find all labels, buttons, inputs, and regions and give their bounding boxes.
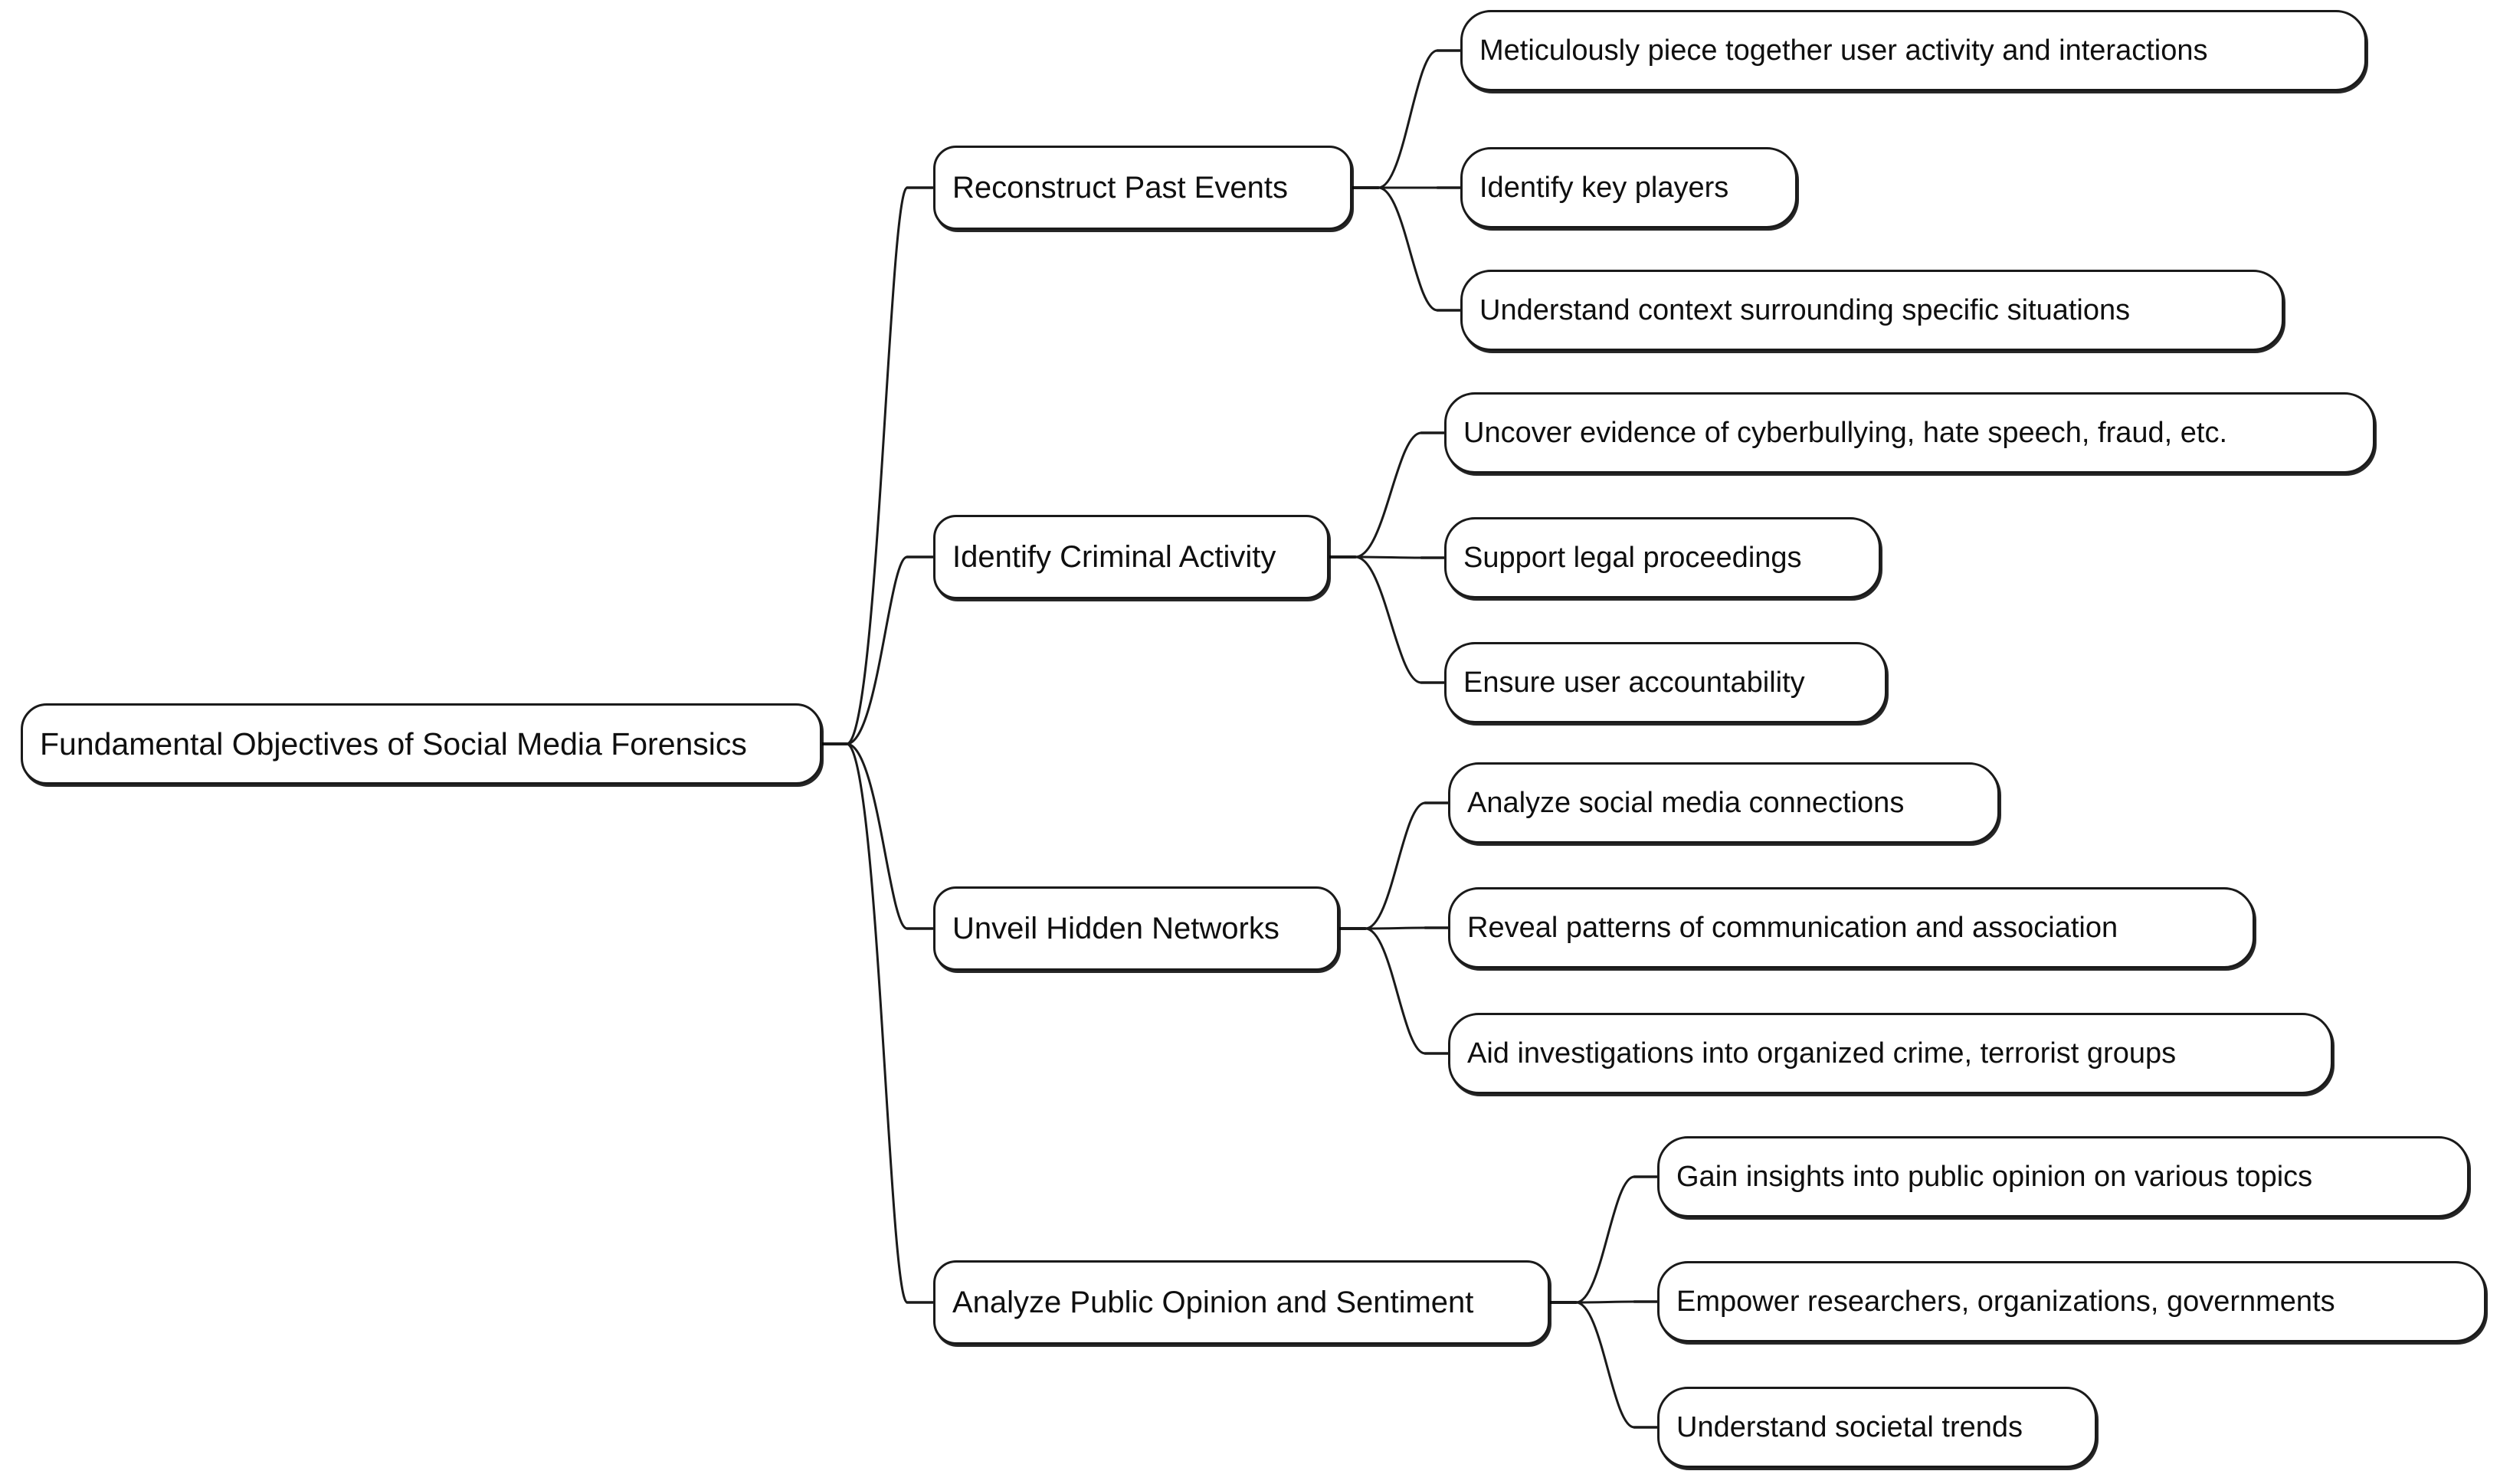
branch-node-reconstruct-past-events-label: Reconstruct Past Events — [952, 171, 1288, 205]
leaf-node-understand-societal-trends[interactable]: Understand societal trends — [1657, 1387, 2097, 1468]
leaf-node-support-legal-proceedings[interactable]: Support legal proceedings — [1444, 517, 1881, 598]
leaf-node-analyze-social-media-connections-label: Analyze social media connections — [1467, 787, 1905, 819]
leaf-node-empower-researchers-organizations-govern-label: Empower researchers, organizations, gove… — [1676, 1286, 2335, 1318]
branch-node-identify-criminal-activity[interactable]: Identify Criminal Activity — [933, 515, 1329, 599]
mindmap-edge — [845, 742, 909, 1304]
mindmap-edge — [1364, 926, 1427, 930]
leaf-node-uncover-evidence-of-cyberbullying-hate-s[interactable]: Uncover evidence of cyberbullying, hate … — [1444, 392, 2375, 473]
leaf-node-meticulously-piece-together-user-activit-label: Meticulously piece together user activit… — [1479, 34, 2208, 67]
leaf-node-gain-insights-into-public-opinion-on-var[interactable]: Gain insights into public opinion on var… — [1657, 1136, 2469, 1217]
mindmap-edge — [845, 742, 909, 930]
branch-node-analyze-public-opinion-and-sentiment[interactable]: Analyze Public Opinion and Sentiment — [933, 1260, 1550, 1345]
root-node[interactable]: Fundamental Objectives of Social Media F… — [21, 703, 822, 785]
mindmap-edge — [1377, 49, 1439, 189]
branch-node-identify-criminal-activity-label: Identify Criminal Activity — [952, 540, 1276, 574]
branch-node-unveil-hidden-networks[interactable]: Unveil Hidden Networks — [933, 886, 1339, 971]
branch-node-reconstruct-past-events[interactable]: Reconstruct Past Events — [933, 146, 1352, 230]
mindmap-edge — [1354, 555, 1423, 684]
mindmap-edge — [1354, 555, 1423, 559]
leaf-node-aid-investigations-into-organized-crime--label: Aid investigations into organized crime,… — [1467, 1037, 2177, 1070]
leaf-node-aid-investigations-into-organized-crime-[interactable]: Aid investigations into organized crime,… — [1448, 1013, 2333, 1094]
branch-node-analyze-public-opinion-and-sentiment-label: Analyze Public Opinion and Sentiment — [952, 1286, 1474, 1319]
leaf-node-analyze-social-media-connections[interactable]: Analyze social media connections — [1448, 762, 2000, 844]
mindmap-edge — [1574, 1175, 1636, 1304]
mindmap-edge — [1354, 431, 1423, 559]
branch-node-unveil-hidden-networks-label: Unveil Hidden Networks — [952, 912, 1279, 945]
leaf-node-understand-context-surrounding-specific-[interactable]: Understand context surrounding specific … — [1460, 270, 2284, 351]
leaf-node-meticulously-piece-together-user-activit[interactable]: Meticulously piece together user activit… — [1460, 10, 2367, 91]
leaf-node-identify-key-players[interactable]: Identify key players — [1460, 147, 1797, 228]
leaf-node-gain-insights-into-public-opinion-on-var-label: Gain insights into public opinion on var… — [1676, 1161, 2313, 1193]
leaf-node-ensure-user-accountability-label: Ensure user accountability — [1463, 667, 1805, 699]
leaf-node-reveal-patterns-of-communication-and-ass[interactable]: Reveal patterns of communication and ass… — [1448, 887, 2255, 968]
leaf-node-understand-context-surrounding-specific--label: Understand context surrounding specific … — [1479, 294, 2131, 326]
leaf-node-uncover-evidence-of-cyberbullying-hate-s-label: Uncover evidence of cyberbullying, hate … — [1463, 417, 2228, 449]
mindmap-edge — [1364, 927, 1427, 1055]
leaf-node-empower-researchers-organizations-govern[interactable]: Empower researchers, organizations, gove… — [1657, 1261, 2486, 1342]
leaf-node-understand-societal-trends-label: Understand societal trends — [1676, 1411, 2023, 1443]
leaf-node-identify-key-players-label: Identify key players — [1479, 172, 1729, 204]
mindmap-edge — [845, 186, 909, 745]
root-node-label: Fundamental Objectives of Social Media F… — [40, 726, 747, 762]
leaf-node-support-legal-proceedings-label: Support legal proceedings — [1463, 542, 1802, 574]
leaf-node-reveal-patterns-of-communication-and-ass-label: Reveal patterns of communication and ass… — [1467, 912, 2118, 944]
mindmap-edge — [1377, 186, 1439, 312]
mindmap-edge — [1364, 801, 1427, 930]
mindmap-edge — [845, 555, 909, 745]
mindmap-edge — [1574, 1301, 1636, 1429]
leaf-node-ensure-user-accountability[interactable]: Ensure user accountability — [1444, 642, 1887, 723]
